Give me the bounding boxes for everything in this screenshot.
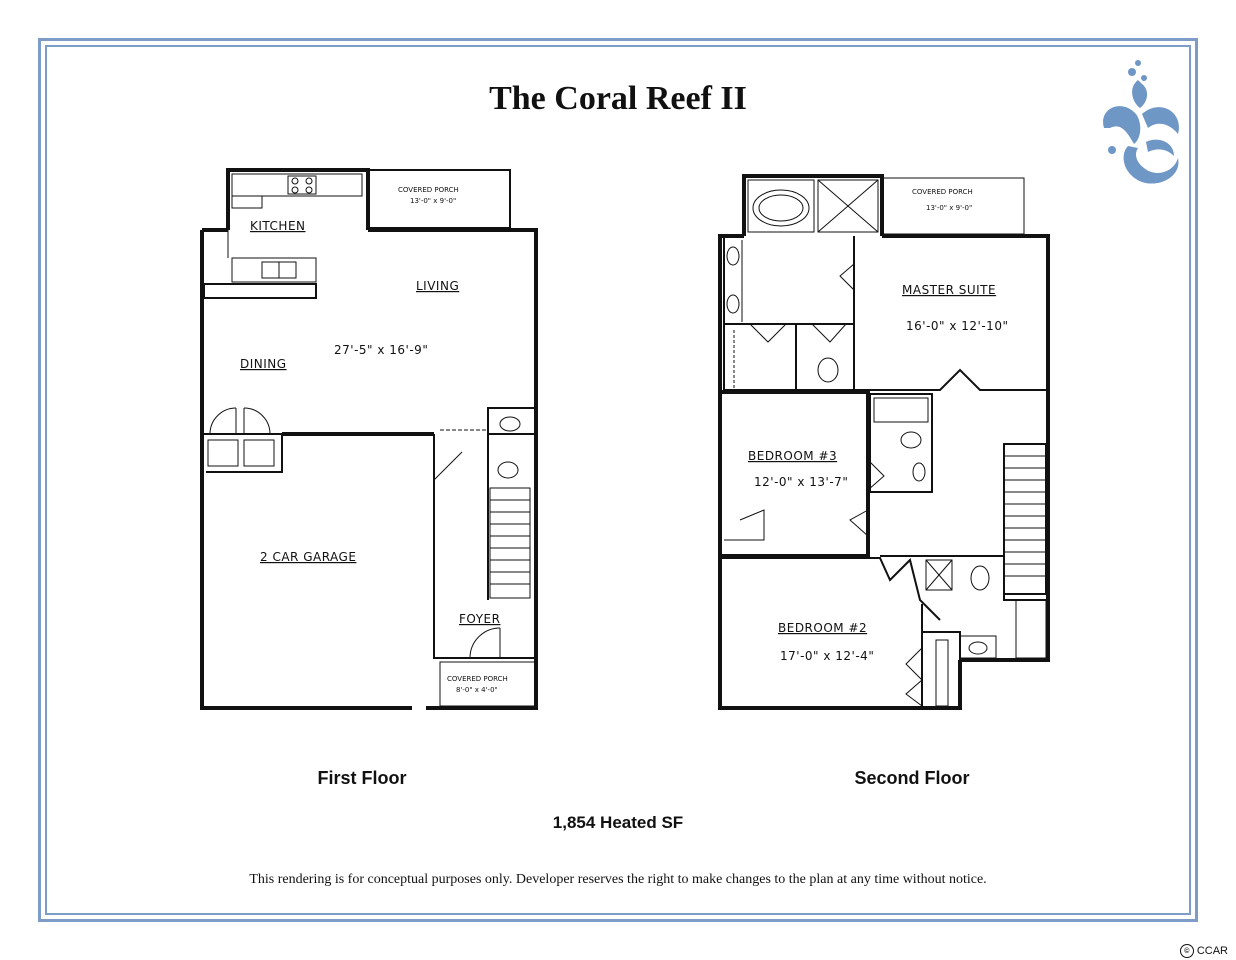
tub-icon bbox=[1015, 599, 1047, 659]
disclaimer-text: This rendering is for conceptual purpose… bbox=[249, 872, 987, 887]
bedroom-2-dims: 17'-0" x 12'-4" bbox=[780, 649, 874, 663]
sink-icon bbox=[497, 461, 519, 479]
porch-back-label: COVERED PORCH bbox=[398, 186, 459, 194]
second-floor-plan: COVERED PORCH 13'-0" x 9'-0" bbox=[718, 174, 1050, 710]
heated-sf-label: 1,854 Heated SF bbox=[552, 813, 684, 832]
inner-frame bbox=[45, 45, 1191, 915]
second-floor-label: Second Floor bbox=[854, 768, 970, 788]
shower-icon bbox=[817, 179, 879, 233]
toilet-icon bbox=[499, 416, 521, 432]
tub-icon bbox=[873, 397, 929, 423]
kitchen-label: KITCHEN bbox=[250, 219, 306, 233]
toilet-icon bbox=[817, 357, 839, 383]
master-suite-dims: 16'-0" x 12'-10" bbox=[906, 319, 1008, 333]
bedroom-3-dims: 12'-0" x 13'-7" bbox=[754, 475, 848, 489]
living-dims: 27'-5" x 16'-9" bbox=[334, 343, 428, 357]
copyright-text: CCAR bbox=[1196, 945, 1228, 957]
porch-back-dims: 13'-0" x 9'-0" bbox=[410, 197, 456, 205]
master-suite-label: MASTER SUITE bbox=[902, 283, 996, 297]
stairs-first-floor bbox=[489, 487, 531, 599]
toilet-icon bbox=[970, 565, 990, 591]
porch-upper-label: COVERED PORCH bbox=[912, 188, 973, 196]
bedroom-2-label: BEDROOM #2 bbox=[778, 621, 867, 635]
copyright: © CCAR bbox=[1179, 944, 1228, 958]
foyer-label: FOYER bbox=[459, 612, 500, 626]
outer-frame bbox=[38, 38, 1198, 922]
brand-logo bbox=[1103, 60, 1179, 184]
porch-upper-dims: 13'-0" x 9'-0" bbox=[926, 204, 972, 212]
first-floor-label: First Floor bbox=[317, 768, 407, 788]
washer-icon bbox=[207, 439, 239, 467]
tub-icon bbox=[752, 189, 810, 227]
covered-porch-front bbox=[439, 661, 537, 707]
page-title: The Coral Reef II bbox=[489, 80, 747, 117]
porch-front-dims: 8'-0" x 4'-0" bbox=[456, 686, 498, 694]
stove-icon bbox=[287, 175, 317, 195]
living-label: LIVING bbox=[416, 279, 459, 293]
garage-label: 2 CAR GARAGE bbox=[260, 550, 356, 564]
dining-label: DINING bbox=[240, 357, 287, 371]
copyright-icon: © bbox=[1179, 944, 1194, 958]
bedroom-3-label: BEDROOM #3 bbox=[748, 449, 837, 463]
dryer-icon bbox=[243, 439, 275, 467]
porch-front-label: COVERED PORCH bbox=[447, 675, 508, 683]
shower-icon bbox=[925, 559, 953, 591]
first-floor-plan: COVERED PORCH 13'-0" x 9'-0" bbox=[200, 168, 538, 710]
stairs-second-floor bbox=[1003, 443, 1047, 595]
